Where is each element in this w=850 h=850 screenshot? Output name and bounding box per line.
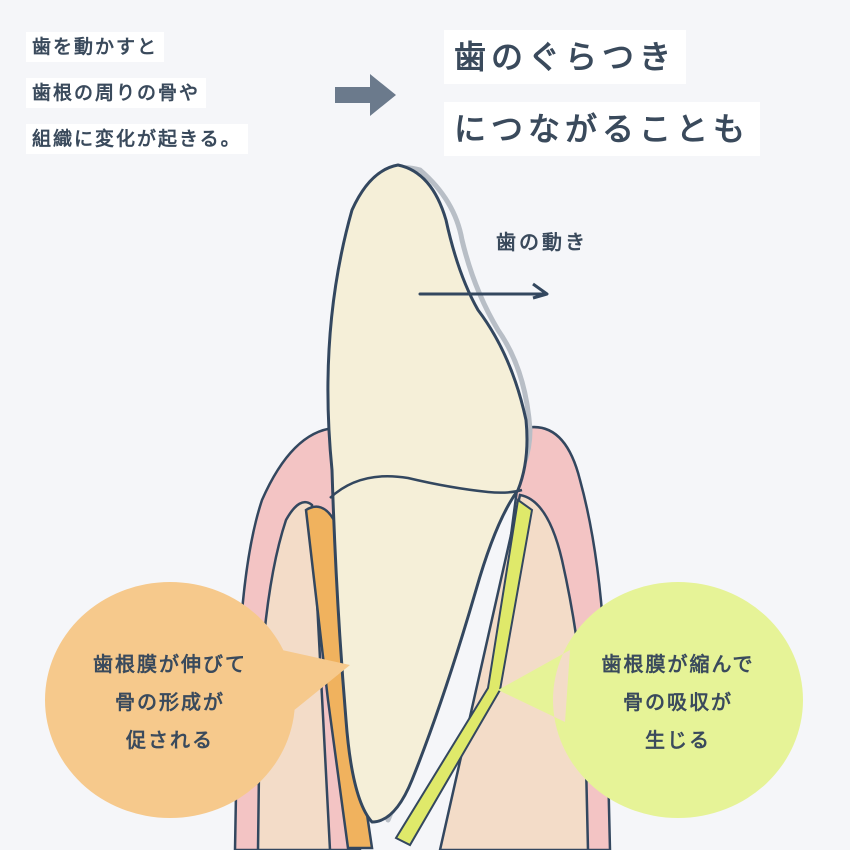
- bubble-right-line-2: 骨の吸収が: [623, 690, 733, 714]
- bubble-left: 歯根膜が伸びて 骨の形成が 促される: [40, 592, 300, 812]
- headline-line-2: につながることも: [444, 102, 761, 156]
- intro-note-line-1: 歯を動かすと: [26, 32, 165, 62]
- bubble-left-shape: [45, 582, 350, 818]
- ligament-right-compressed: [394, 498, 534, 847]
- bubble-right: 歯根膜が縮んで 骨の吸収が 生じる: [548, 592, 808, 812]
- intro-note-line-2: 歯根の周りの骨や: [26, 78, 207, 108]
- bubble-left-line-3: 促される: [126, 728, 214, 752]
- tooth-neck-line: [329, 474, 523, 499]
- right-arrow-icon: [335, 74, 396, 116]
- bubble-right-shape: [498, 582, 803, 818]
- bubble-right-line-1: 歯根膜が縮んで: [601, 652, 755, 676]
- bubble-left-line-2: 骨の形成が: [115, 690, 225, 714]
- tooth-body: [326, 163, 529, 824]
- intro-note-line-3: 組織に変化が起きる。: [26, 124, 248, 154]
- headline-line-1: 歯のぐらつき: [444, 30, 687, 84]
- bubble-right-line-3: 生じる: [645, 728, 711, 752]
- tooth-movement-label: 歯の動き: [496, 230, 588, 254]
- bubble-left-line-1: 歯根膜が伸びて: [93, 652, 247, 676]
- movement-arrow-head: [532, 282, 549, 300]
